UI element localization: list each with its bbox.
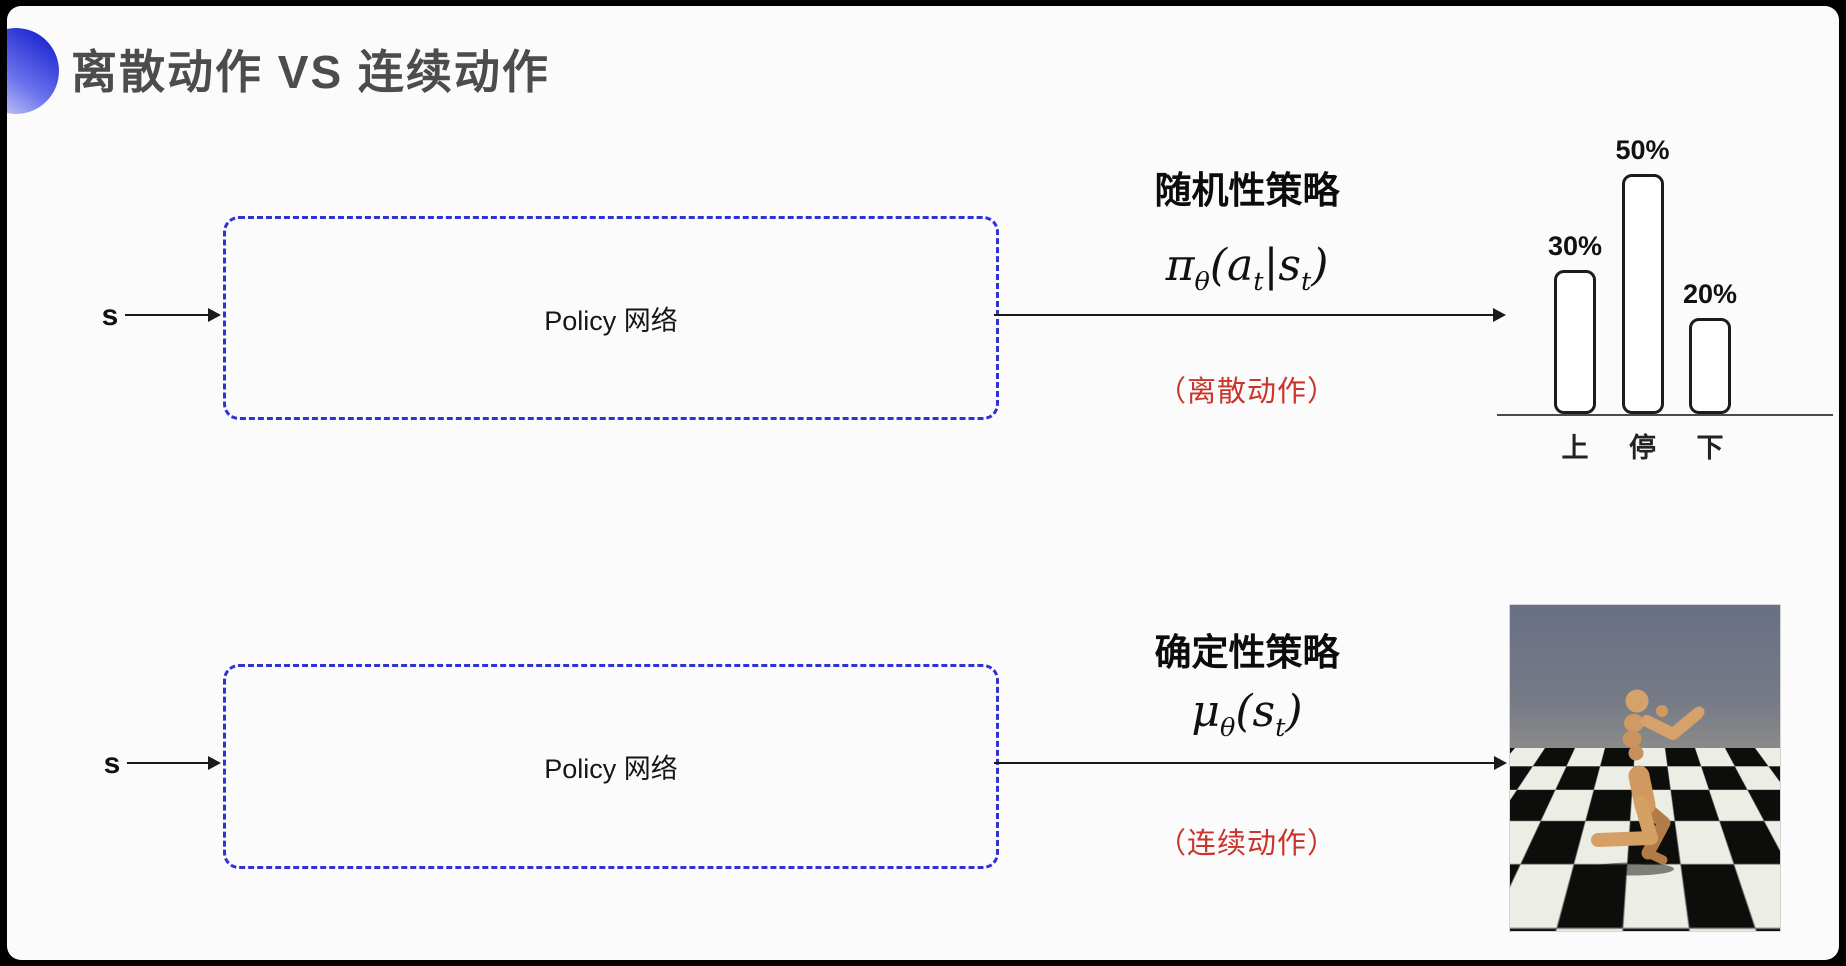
prob-value-label: 20% [1682, 279, 1738, 309]
stochastic-policy-formula: πθ(at|st) [1165, 240, 1329, 297]
page-title: 离散动作 VS 连续动作 [71, 46, 550, 98]
arrow-state-to-policy-top [125, 308, 221, 322]
prob-category-label: 上 [1561, 433, 1589, 463]
prob-value-label: 50% [1615, 135, 1670, 165]
policy-network-label-top: Policy 网络 [544, 305, 678, 336]
policy-network-box-top: Policy 网络 [223, 216, 999, 420]
state-input-label-top: s [101, 299, 119, 332]
deterministic-policy-formula: μθ(st) [1191, 686, 1303, 743]
policy-network-box-bottom: Policy 网络 [223, 664, 999, 869]
prob-bar-下 [1689, 318, 1731, 414]
humanoid-chest [1622, 730, 1642, 748]
humanoid-front-leg [1591, 796, 1658, 847]
probability-bar-chart: 30% 上 50% 停 20% 下 [1497, 106, 1833, 466]
discrete-action-note: （离散动作） [1156, 376, 1337, 408]
continuous-action-note: （连续动作） [1156, 828, 1337, 860]
arrow-policy-to-output-bottom [994, 756, 1507, 770]
stochastic-policy-title: 随机性策略 [1154, 170, 1340, 211]
state-input-label-bottom: s [103, 747, 121, 780]
humanoid-left-hand [1693, 706, 1705, 718]
humanoid-arm [1641, 708, 1703, 740]
title-bullet-orb-icon [7, 28, 59, 114]
slide: 离散动作 VS 连续动作 s Policy 网络 随机性策略 πθ(at|st)… [7, 6, 1839, 960]
humanoid-neck [1624, 714, 1644, 732]
prob-value-label: 30% [1547, 231, 1603, 261]
chart-baseline [1497, 414, 1833, 416]
arrow-state-to-policy-bottom [127, 756, 221, 770]
prob-bar-上 [1554, 270, 1596, 414]
policy-network-label-bottom: Policy 网络 [544, 754, 678, 784]
humanoid-simulation-image [1510, 605, 1780, 931]
humanoid-waist [1628, 745, 1644, 761]
prob-bar-停 [1621, 174, 1664, 414]
prob-category-label: 停 [1629, 433, 1656, 463]
humanoid-head [1625, 689, 1649, 713]
humanoid-back-foot [1643, 848, 1668, 865]
humanoid-shadow [1590, 862, 1674, 876]
prob-category-label: 下 [1696, 433, 1724, 463]
humanoid-right-fist [1656, 705, 1668, 717]
deterministic-policy-title: 确定性策略 [1154, 632, 1340, 673]
arrow-policy-to-output-top [994, 308, 1506, 322]
humanoid-figure [1590, 689, 1705, 876]
